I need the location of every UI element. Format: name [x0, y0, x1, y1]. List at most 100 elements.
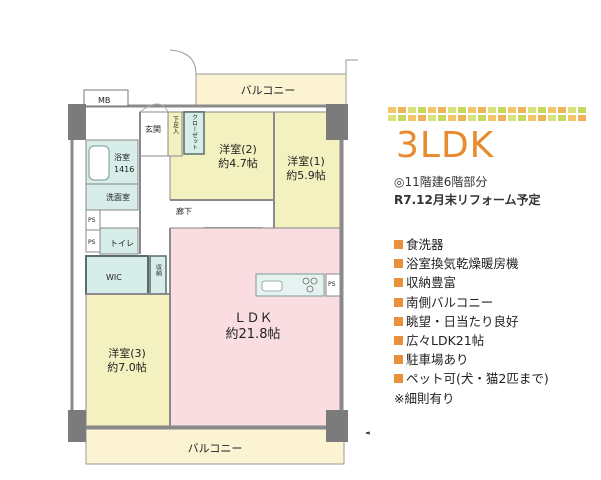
- room-senmenshitsu: [85, 183, 139, 211]
- youshitsu-2-size: 約4.7帖: [218, 156, 258, 170]
- decorative-dot: [488, 107, 496, 113]
- youshitsu-2-name: 洋室(2): [219, 142, 257, 156]
- bathtub: [88, 145, 110, 181]
- mb-box: [83, 89, 129, 107]
- reform-info: R7.12月末リフォーム予定: [394, 193, 541, 207]
- decorative-dot: [538, 115, 546, 121]
- balcony-bottom: [85, 427, 345, 465]
- balcony-bottom-label: バルコニー: [188, 442, 243, 455]
- decorative-dot: [478, 115, 486, 121]
- decorative-dot: [398, 115, 406, 121]
- decorative-dot: [438, 115, 446, 121]
- balcony-top-label: バルコニー: [241, 84, 296, 97]
- feature-note: ※細則有り: [394, 390, 455, 406]
- corridor-label: 廊下: [176, 206, 192, 216]
- decorative-dot: [568, 107, 576, 113]
- genkan-label: 玄関: [145, 124, 161, 134]
- decorative-dots-top-2: [388, 115, 586, 121]
- bullet-square-icon: [394, 297, 403, 307]
- decorative-dot: [458, 115, 466, 121]
- decorative-dot: [518, 107, 526, 113]
- decorative-dot: [538, 107, 546, 113]
- stove-burner-1: [302, 277, 310, 285]
- decorative-dot: [578, 107, 586, 113]
- decorative-dot: [388, 115, 396, 121]
- decorative-dot: [508, 115, 516, 121]
- feature-item: 収納豊富: [394, 273, 549, 292]
- mb-label: MB: [98, 96, 110, 105]
- genkan: [139, 111, 169, 157]
- stove-burner-3: [306, 285, 314, 293]
- room-youshitsu-3: [85, 293, 171, 427]
- bullet-square-icon: [394, 240, 403, 249]
- feature-item: 食洗器: [394, 235, 549, 254]
- youshitsu-3-size: 約7.0帖: [107, 360, 147, 374]
- pillar-tl: [68, 104, 86, 140]
- feature-item: 広々LDK21帖: [394, 331, 549, 350]
- bullet-square-icon: [394, 335, 403, 345]
- ps-label-1: PS: [88, 217, 96, 224]
- decorative-dot: [448, 107, 456, 113]
- decorative-dot: [438, 107, 446, 113]
- bath-name: 浴室: [114, 152, 130, 162]
- pillar-tr: [326, 104, 348, 140]
- decorative-dot: [458, 107, 466, 113]
- senmenshitsu-label: 洗面室: [106, 192, 130, 202]
- decorative-dot: [548, 115, 556, 121]
- decorative-dot: [548, 107, 556, 113]
- bullet-square-icon: [394, 316, 403, 326]
- youshitsu-3-name: 洋室(3): [108, 346, 146, 360]
- decorative-dots-top: [388, 107, 586, 113]
- feature-item: 南側バルコニー: [394, 293, 549, 312]
- pillar-bl: [68, 410, 86, 442]
- ldk-size: 約21.8帖: [226, 327, 281, 342]
- feature-item: 眺望・日当たり良好: [394, 312, 549, 331]
- ldk-name: ＬＤＫ: [233, 311, 272, 326]
- decorative-dot: [478, 107, 486, 113]
- compass-icon: [365, 431, 370, 435]
- decorative-dot: [408, 115, 416, 121]
- ps-box-3: [325, 273, 341, 297]
- decorative-dot: [498, 115, 506, 121]
- youshitsu-1-name: 洋室(1): [287, 154, 325, 168]
- feature-item: 駐車場あり: [394, 350, 549, 369]
- youshitsu-1-size: 約5.9帖: [286, 168, 326, 182]
- ps-label-2: PS: [88, 239, 96, 246]
- floor-plan: バルコニー バルコニー MB 玄関 下足入 クローゼット クローゼット 下足入 …: [68, 49, 370, 465]
- decorative-dot: [428, 107, 436, 113]
- decorative-dot: [528, 115, 536, 121]
- decorative-dot: [418, 107, 426, 113]
- kitchen-sink: [261, 280, 283, 292]
- decorative-dot: [558, 107, 566, 113]
- decorative-dot: [468, 115, 476, 121]
- feature-item: 浴室換気乾燥暖房機: [394, 254, 549, 273]
- layout-type: 3LDK: [396, 125, 495, 166]
- decorative-dot: [578, 115, 586, 121]
- feature-item: ペット可(犬・猫2匹まで): [394, 369, 549, 388]
- decorative-dot: [528, 107, 536, 113]
- decorative-dot: [568, 115, 576, 121]
- bullet-square-icon: [394, 355, 403, 365]
- decorative-dot: [468, 107, 476, 113]
- corridor: [140, 200, 274, 228]
- pillar-br: [326, 410, 348, 442]
- closet-2-label-b: クローゼット: [191, 114, 198, 150]
- ps-box-2: [85, 229, 101, 253]
- decorative-dot: [518, 115, 526, 121]
- stove-burner-2: [310, 277, 318, 285]
- shoe-storage-label-b: 下足入: [172, 116, 179, 134]
- ps-label-3: PS: [328, 281, 336, 288]
- room-wic: [85, 255, 149, 295]
- bath-size: 1416: [114, 165, 134, 174]
- room-ldk: [169, 227, 341, 427]
- property-info: 3LDK ◎11階建6階部分 R7.12月末リフォーム予定 食洗器 浴室換気乾燥…: [370, 95, 601, 475]
- decorative-dot: [508, 107, 516, 113]
- decorative-dot: [448, 115, 456, 121]
- decorative-dot: [498, 107, 506, 113]
- decorative-dot: [398, 107, 406, 113]
- bullet-square-icon: [394, 278, 403, 288]
- decorative-dot: [388, 107, 396, 113]
- decorative-dot: [428, 115, 436, 121]
- storage-wic-label: 収納: [155, 264, 162, 277]
- feature-list: 食洗器 浴室換気乾燥暖房機 収納豊富 南側バルコニー 眺望・日当たり良好 広々L…: [394, 235, 549, 408]
